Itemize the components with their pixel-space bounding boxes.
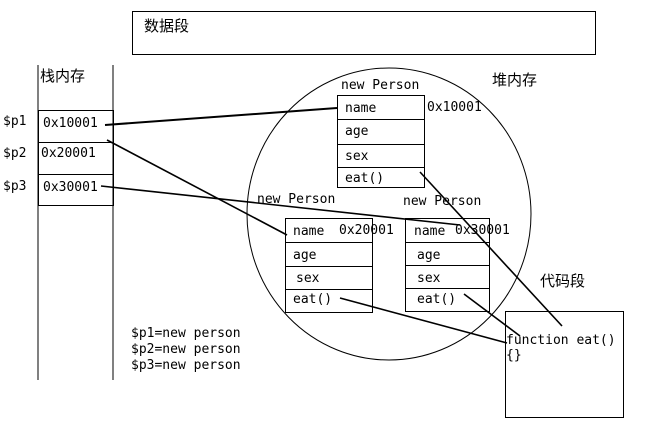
heap-object-3-field-sex: sex <box>417 271 441 286</box>
heap-object-1: name age sex eat() <box>337 95 425 188</box>
heap-object-1-field-name: name <box>345 101 377 116</box>
stack-label: 栈内存 <box>40 67 86 85</box>
stack-slots <box>38 110 114 206</box>
heap-object-1-field-eat: eat() <box>345 171 385 186</box>
pointer-p3 <box>100 185 461 226</box>
heap-object-2-field-sex: sex <box>296 271 320 286</box>
data-segment-label: 数据段 <box>144 17 190 35</box>
code-segment-function: function eat() <box>506 333 616 348</box>
stack-addr-p2: 0x20001 <box>41 146 96 161</box>
stack-addr-p1: 0x10001 <box>43 116 98 131</box>
heap-object-3-field-eat: eat() <box>417 292 457 307</box>
eat-ref-obj3 <box>463 293 521 337</box>
heap-object-2-caption: new Person <box>257 192 336 207</box>
heap-object-3-field-age: age <box>417 248 441 263</box>
heap-object-3: name age sex eat() <box>405 218 490 312</box>
data-segment-box <box>132 11 596 55</box>
eat-ref-obj1 <box>419 171 563 327</box>
heap-object-2-address: 0x20001 <box>339 223 394 238</box>
heap-object-1-caption: new Person <box>341 78 420 93</box>
stack-var-p2: $p2 <box>3 146 27 161</box>
code-line-1: $p1=new person <box>131 326 241 341</box>
heap-object-3-field-name: name <box>414 224 446 239</box>
heap-label: 堆内存 <box>492 71 538 89</box>
stack-var-p1: $p1 <box>3 114 27 129</box>
pointer-p1 <box>104 107 338 126</box>
heap-object-2-field-name: name <box>293 224 325 239</box>
code-line-3: $p3=new person <box>131 358 241 373</box>
code-segment-label: 代码段 <box>540 272 586 290</box>
stack-divider <box>39 174 113 175</box>
heap-object-2-field-age: age <box>293 248 317 263</box>
heap-object-3-address: 0x30001 <box>455 223 510 238</box>
stack-addr-p3: 0x30001 <box>43 180 98 195</box>
heap-object-2-field-eat: eat() <box>293 292 333 307</box>
heap-object-1-field-sex: sex <box>345 149 369 164</box>
code-line-2: $p2=new person <box>131 342 241 357</box>
heap-object-1-address: 0x10001 <box>427 100 482 115</box>
stack-var-p3: $p3 <box>3 179 27 194</box>
code-segment-body: {} <box>506 348 522 363</box>
eat-ref-obj2 <box>339 297 508 344</box>
stack-divider <box>39 142 113 143</box>
heap-object-1-field-age: age <box>345 124 369 139</box>
heap-object-2: name age sex eat() <box>285 218 373 313</box>
pointer-p2 <box>106 139 288 236</box>
code-segment-box <box>505 311 624 418</box>
heap-object-3-caption: new Person <box>403 194 482 209</box>
